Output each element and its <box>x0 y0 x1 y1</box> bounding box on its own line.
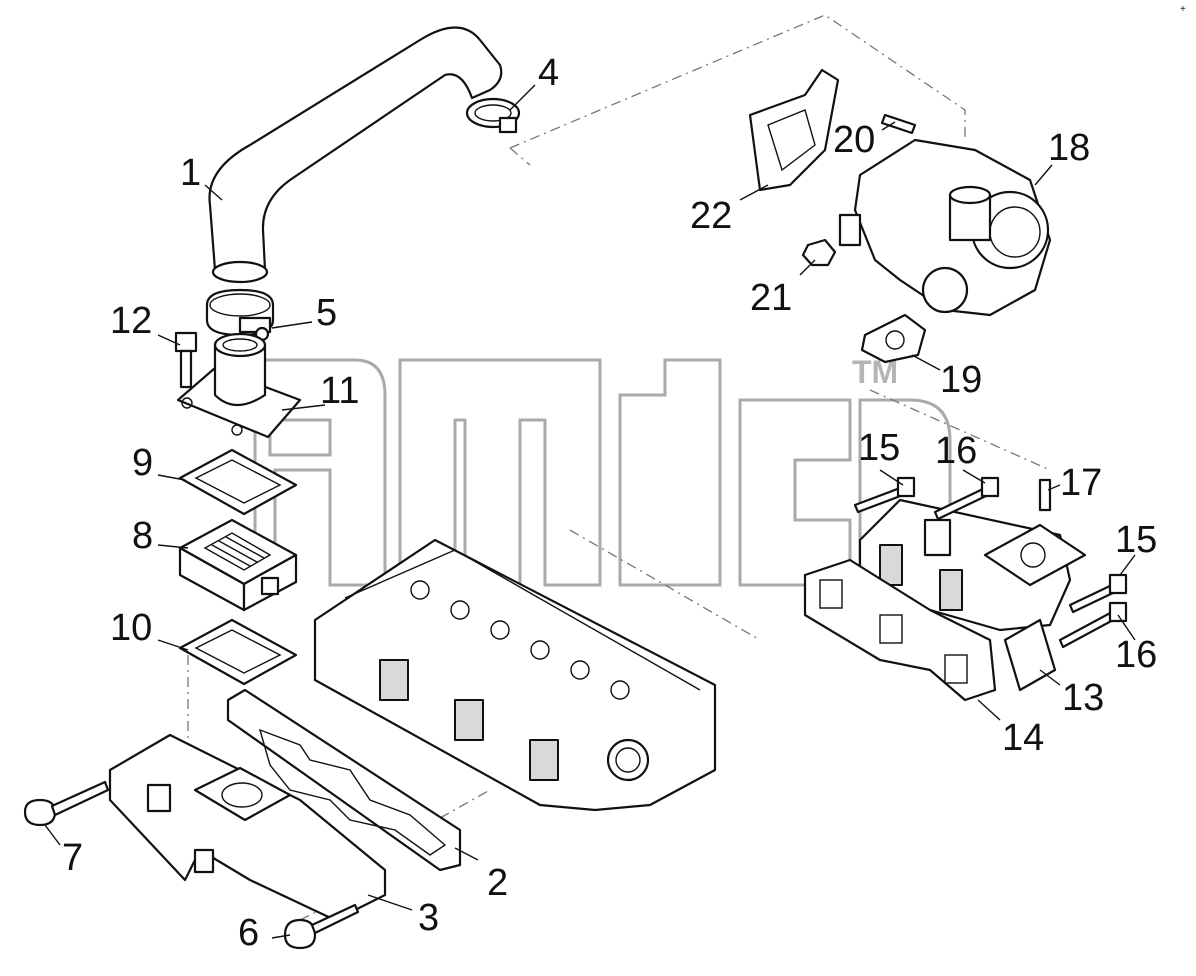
part-stud-20 <box>880 113 917 135</box>
callout-8: 8 <box>132 515 153 557</box>
callout-13: 13 <box>1062 677 1104 719</box>
callout-4: 4 <box>538 52 559 94</box>
part-clamp-upper <box>465 97 521 134</box>
part-gasket-9 <box>178 448 298 516</box>
callout-labels: 1 2 3 4 5 6 7 8 9 10 11 12 13 14 15 15 1… <box>62 52 1157 954</box>
part-manifold-gasket <box>226 688 462 872</box>
part-water-outlet <box>176 332 302 439</box>
part-exhaust-manifold <box>858 498 1087 692</box>
part-turbo-gasket-22 <box>748 68 840 192</box>
part-bolt-15-upper <box>853 476 916 514</box>
part-hose <box>208 26 503 284</box>
part-bolt-16-right <box>1058 601 1128 649</box>
callout-18: 18 <box>1048 127 1090 169</box>
part-bolt-7 <box>23 780 110 827</box>
callout-6: 6 <box>238 912 259 954</box>
callout-22: 22 <box>690 195 732 237</box>
callout-16-right: 16 <box>1115 634 1157 676</box>
part-cylinder-head <box>313 538 717 812</box>
callout-14: 14 <box>1002 717 1044 759</box>
part-gasket-10 <box>178 618 298 686</box>
callout-11: 11 <box>320 370 359 412</box>
part-turbocharger <box>838 138 1052 317</box>
corner-mark: + <box>1180 4 1186 15</box>
callout-7: 7 <box>62 837 83 879</box>
callout-10: 10 <box>110 607 152 649</box>
part-bolt-15-right <box>1068 573 1128 614</box>
callout-21: 21 <box>750 277 792 319</box>
callout-12: 12 <box>110 300 152 342</box>
part-bolt-16-upper <box>933 476 1000 521</box>
part-turbo-gasket-19 <box>860 313 927 364</box>
leader-lines <box>44 84 1136 939</box>
part-nut-21 <box>801 238 837 267</box>
part-clamp-lower <box>205 288 275 342</box>
callout-19: 19 <box>940 359 982 401</box>
callout-15-upper: 15 <box>858 427 900 469</box>
callout-17: 17 <box>1060 462 1102 504</box>
callout-2: 2 <box>487 862 508 904</box>
callout-15-right: 15 <box>1115 519 1157 561</box>
callout-20: 20 <box>833 119 875 161</box>
callout-1: 1 <box>180 152 201 194</box>
callout-3: 3 <box>418 897 439 939</box>
part-stud-17 <box>1038 478 1052 512</box>
callout-9: 9 <box>132 442 153 484</box>
part-intake-heater <box>178 518 298 612</box>
callout-5: 5 <box>316 292 337 334</box>
part-bolt-6 <box>283 903 360 950</box>
part-bolt-12 <box>174 331 198 389</box>
callout-16-upper: 16 <box>935 430 977 472</box>
part-exhaust-gasket-14 <box>803 558 997 702</box>
watermark-logo: TM <box>253 354 952 587</box>
